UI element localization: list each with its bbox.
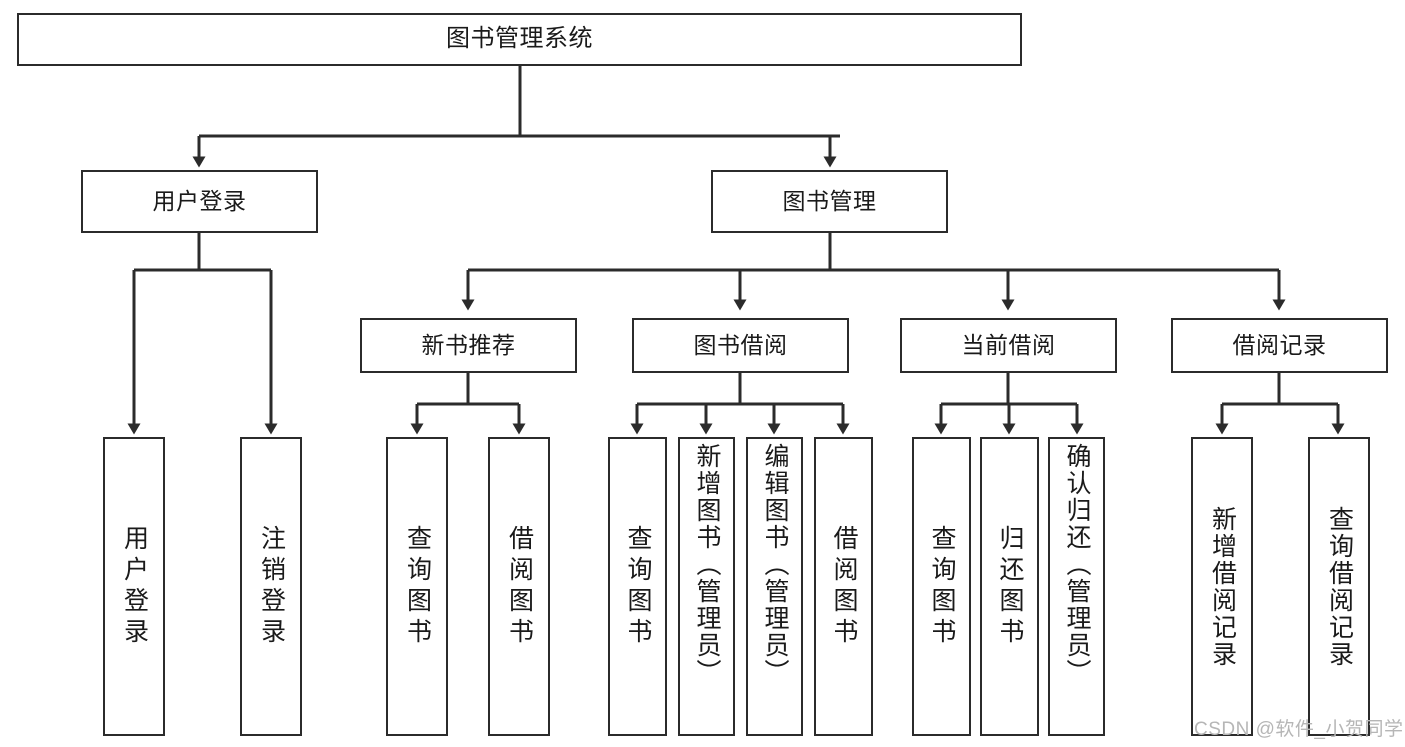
node-label: 借阅图书 [505,524,534,649]
leaf-edit-book-admin[interactable]: 编辑图书（管理员） [746,437,803,736]
node-label: 编辑图书（管理员） [761,443,789,686]
leaf-query-book-recommend[interactable]: 查询图书 [386,437,448,736]
node-label: 新增借阅记录 [1208,505,1237,668]
leaf-add-borrow-record[interactable]: 新增借阅记录 [1191,437,1253,736]
csdn-watermark: CSDN @软件_小贺同学 [1194,714,1403,741]
node-new-book-recommend[interactable]: 新书推荐 [360,318,577,373]
node-label: 查询借阅记录 [1325,505,1354,668]
node-label: 图书管理 [782,187,877,214]
node-book-management[interactable]: 图书管理 [711,170,948,233]
leaf-query-book-current[interactable]: 查询图书 [912,437,971,736]
leaf-borrow-book[interactable]: 借阅图书 [814,437,873,736]
node-book-borrow[interactable]: 图书借阅 [632,318,849,373]
node-label: 新书推荐 [421,331,516,358]
node-label: 图书借阅 [693,331,788,358]
leaf-add-book-admin[interactable]: 新增图书（管理员） [678,437,735,736]
leaf-borrow-book-recommend[interactable]: 借阅图书 [488,437,550,736]
node-label: 借阅记录 [1232,331,1327,358]
leaf-confirm-return-admin[interactable]: 确认归还（管理员） [1048,437,1105,736]
node-borrow-record[interactable]: 借阅记录 [1171,318,1388,373]
watermark-text: CSDN @软件_小贺同学 [1194,719,1404,740]
node-label: 当前借阅 [961,331,1056,358]
leaf-query-borrow-record[interactable]: 查询借阅记录 [1308,437,1370,736]
node-label: 注销登录 [257,524,286,649]
node-label: 查询图书 [928,524,956,649]
leaf-query-book-borrow[interactable]: 查询图书 [608,437,667,736]
node-label: 查询图书 [403,524,432,649]
node-label: 图书管理系统 [446,25,593,53]
node-label: 借阅图书 [830,524,858,649]
leaf-return-book[interactable]: 归还图书 [980,437,1039,736]
node-label: 新增图书（管理员） [693,443,721,686]
node-label: 用户登录 [120,524,149,649]
node-current-borrow[interactable]: 当前借阅 [900,318,1117,373]
leaf-user-login[interactable]: 用户登录 [103,437,165,736]
node-user-login[interactable]: 用户登录 [81,170,318,233]
node-label: 归还图书 [996,524,1024,649]
leaf-logout-login[interactable]: 注销登录 [240,437,302,736]
node-label: 查询图书 [624,524,652,649]
node-root-book-management-system[interactable]: 图书管理系统 [17,13,1022,66]
node-label: 确认归还（管理员） [1063,443,1091,686]
node-label: 用户登录 [152,187,247,214]
